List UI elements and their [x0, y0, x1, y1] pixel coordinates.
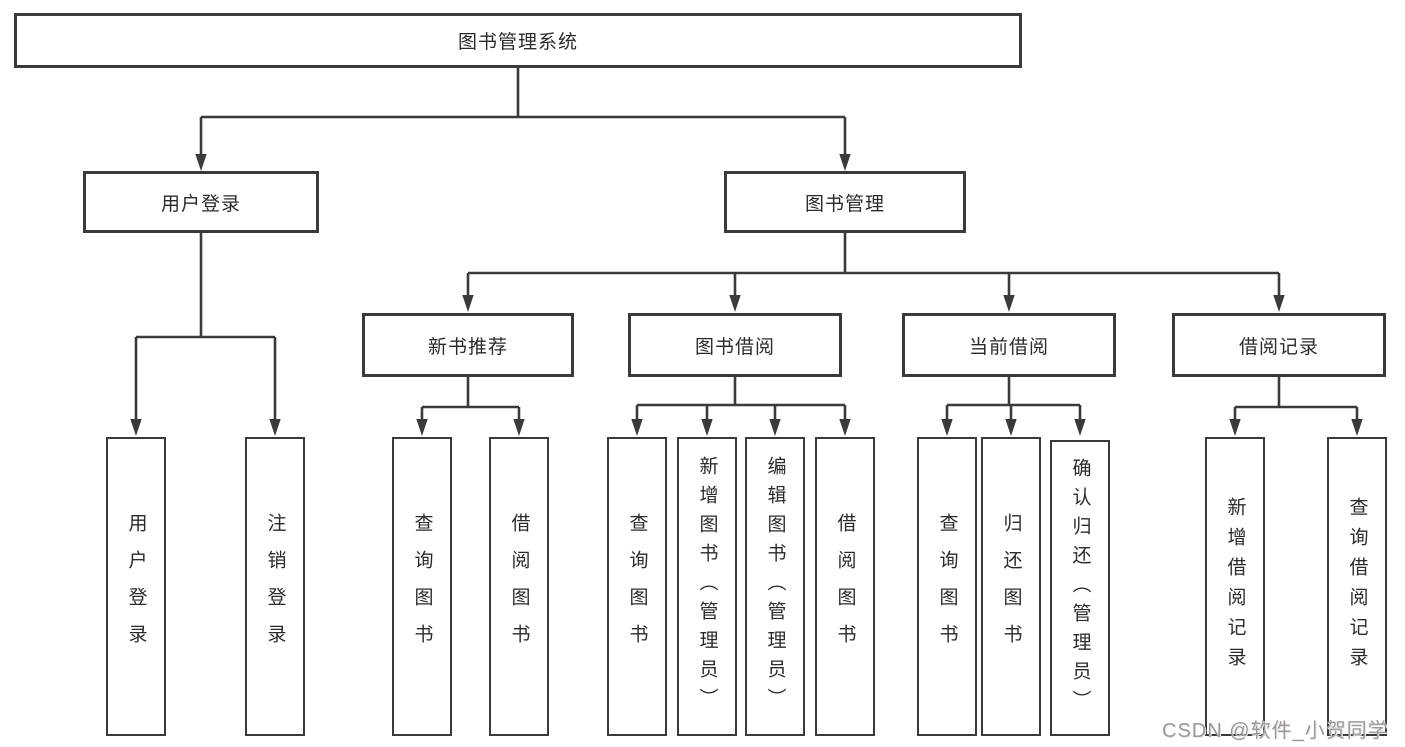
leaf-label: 借阅图书	[508, 512, 530, 661]
leaf-query-borrow-record: 查询借阅记录	[1327, 437, 1387, 736]
leaf-label: 查询图书	[626, 512, 648, 661]
leaf-label: 归还图书	[1000, 512, 1022, 661]
node-label: 图书管理系统	[457, 32, 578, 53]
node-label: 借阅记录	[1238, 336, 1319, 358]
leaf-label: 查询借阅记录	[1346, 496, 1368, 677]
node-borrowing-records: 借阅记录	[1172, 313, 1386, 377]
node-library-management-system: 图书管理系统	[14, 13, 1022, 68]
leaf-edit-book-admin: 编辑图书（管理员）	[745, 437, 805, 736]
connector-path	[134, 68, 1359, 421]
node-label: 图书管理	[804, 193, 885, 215]
leaf-query-books-borrowing: 查询图书	[607, 437, 667, 736]
leaf-logout: 注销登录	[245, 437, 305, 736]
arrowheads	[130, 154, 1363, 436]
leaf-label: 编辑图书（管理员）	[764, 456, 786, 717]
node-user-login-module: 用户登录	[83, 171, 319, 233]
leaf-label: 查询图书	[411, 512, 433, 661]
leaf-label: 新增借阅记录	[1224, 496, 1246, 677]
node-label: 新书推荐	[427, 336, 508, 358]
leaf-user-login: 用户登录	[106, 437, 166, 736]
leaf-label: 借阅图书	[834, 512, 856, 661]
node-book-management-module: 图书管理	[724, 171, 966, 233]
leaf-add-borrow-record: 新增借阅记录	[1205, 437, 1265, 736]
leaf-label: 查询图书	[936, 512, 958, 661]
leaf-label: 新增图书（管理员）	[696, 456, 718, 717]
leaf-add-book-admin: 新增图书（管理员）	[677, 437, 737, 736]
leaf-confirm-return-admin: 确认归还（管理员）	[1050, 440, 1110, 736]
node-current-borrowing: 当前借阅	[902, 313, 1116, 377]
node-book-borrowing: 图书借阅	[628, 313, 842, 377]
leaf-label: 注销登录	[264, 512, 286, 661]
node-new-book-recommendation: 新书推荐	[362, 313, 574, 377]
leaf-return-book: 归还图书	[981, 437, 1041, 736]
node-label: 当前借阅	[968, 336, 1049, 358]
leaf-label: 用户登录	[125, 512, 147, 661]
node-label: 用户登录	[160, 193, 241, 215]
watermark-text: CSDN @软件_小贺同学	[1162, 720, 1389, 742]
leaf-borrow-books-recommend: 借阅图书	[489, 437, 549, 736]
node-label: 图书借阅	[694, 336, 775, 358]
leaf-borrow-books-borrowing: 借阅图书	[815, 437, 875, 736]
leaf-label: 确认归还（管理员）	[1069, 457, 1091, 719]
leaf-query-books-recommend: 查询图书	[392, 437, 452, 736]
leaf-query-books-current: 查询图书	[917, 437, 977, 736]
